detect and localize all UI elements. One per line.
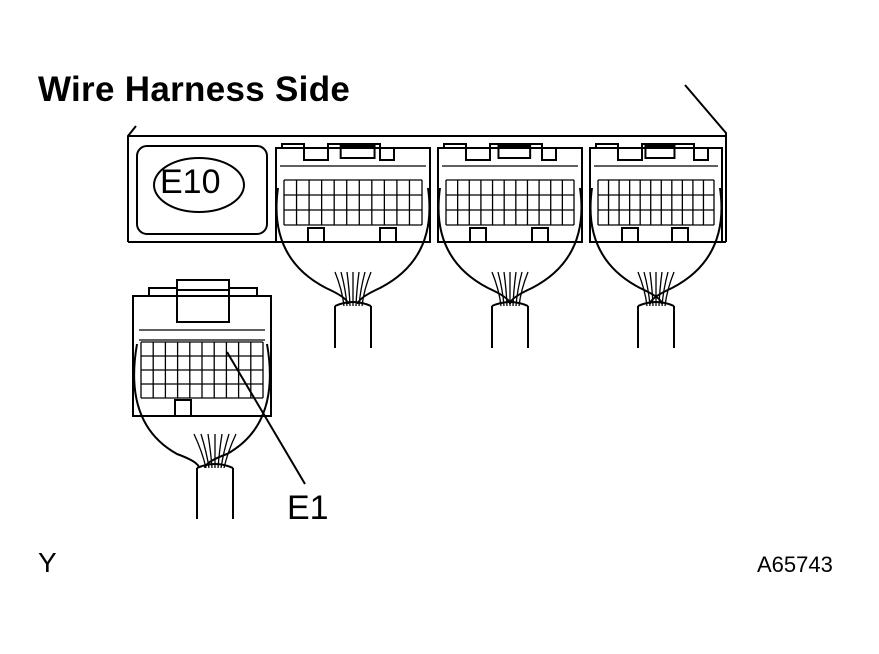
ecu-connector-1 bbox=[275, 143, 431, 348]
e10-connector-label: E10 bbox=[160, 163, 221, 201]
ecu-connector-3 bbox=[589, 143, 723, 348]
e1-leader-line bbox=[226, 351, 306, 485]
e10-label-box bbox=[136, 145, 268, 235]
page-title: Wire Harness Side bbox=[38, 70, 351, 109]
e1-connector-label: E1 bbox=[287, 489, 329, 527]
corner-letter: Y bbox=[38, 547, 57, 578]
ecu-housing bbox=[127, 84, 727, 243]
reference-code: A65743 bbox=[757, 552, 833, 577]
ecu-connector-2 bbox=[437, 143, 583, 348]
e1-harness-connector bbox=[132, 279, 272, 519]
